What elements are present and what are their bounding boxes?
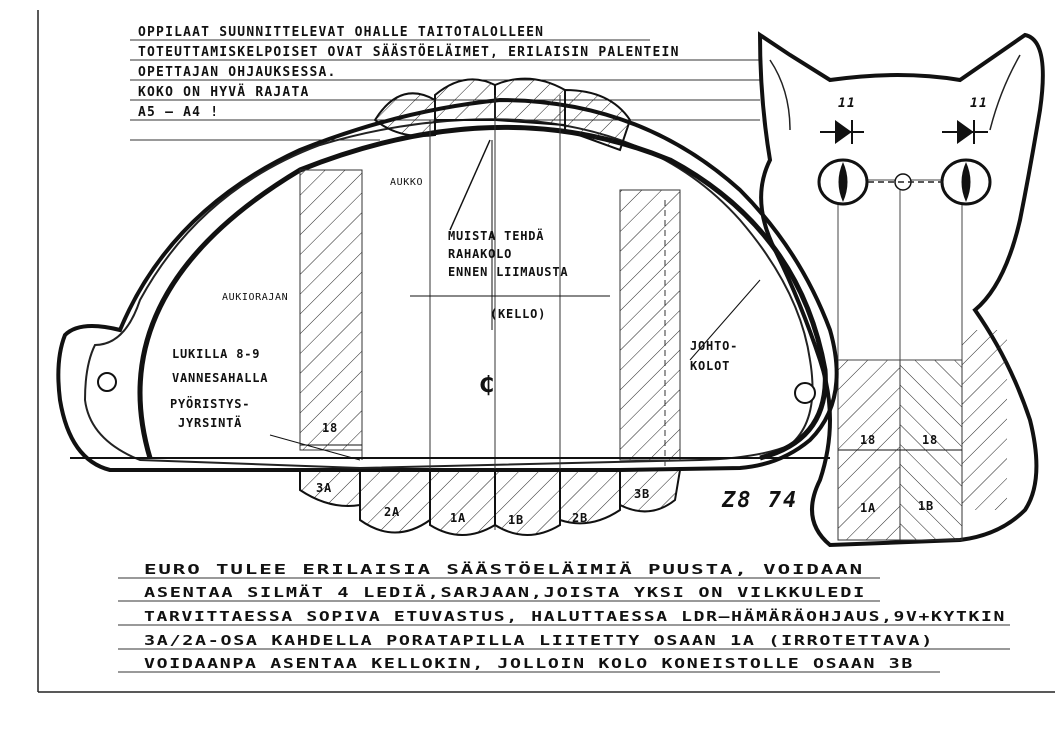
led-mark-left: 11 [838,96,856,111]
top-note-3: OPETTAJAN OHJAUKSESSA. [138,65,337,80]
cat-right-hatch [962,330,1007,510]
annotation-pyoristys-1: PYÖRISTYS- [170,396,250,411]
top-note-1: OPPILAAT SUUNNITTELEVAT OHALLE TAITOTALO… [138,25,544,40]
part-18-left: 18 [322,421,338,435]
bottom-note-1: EURO TULEE ERILAISIA SÄÄSTÖELÄIMIÄ PUUST… [144,562,864,578]
cat-right-ear-line [989,54,1021,131]
part-1a-cat: 1A [860,501,876,515]
cat-column-right [899,179,963,361]
led-diode-symbol-left [820,120,864,144]
band-18-left [299,169,363,451]
pig-body-outer [56,97,839,472]
part-1b-cat: 1B [918,499,934,513]
bottom-note-5: VOIDAANPA ASENTAA KELLOKIN, JOLLOIN KOLO… [144,657,914,672]
pig-hole-right [794,382,816,404]
bottom-ruled-lines [118,577,1010,673]
band-3b [619,189,681,461]
annotation-muista-1: MUISTA TEHDÄ [448,228,544,243]
top-note-4: KOKO ON HYVÄ RAJATA [138,84,310,100]
pig-hole-left [97,372,117,392]
annotation-aukiorajan: AUKIORAJAN [222,292,288,303]
cat-eye-left [817,158,869,206]
bottom-note-3: TARVITTAESSA SOPIVA ETUVASTUS, HALUTTAES… [144,609,1006,625]
part-18-cat-right: 18 [922,433,938,447]
muista-arrow [449,139,491,231]
annotation-johto-1: JOHTO- [690,339,738,353]
part-1a: 1A [450,511,466,525]
led-mark-right: 11 [970,96,988,111]
top-note-2: TOTEUTTAMISKELPOISET OVAT SÄÄSTÖELÄIMET,… [138,44,680,60]
top-note-5: A5 — A4 ! [138,105,219,120]
part-2b: 2B [572,511,588,525]
led-diode-symbol-right [942,120,988,144]
pyoristys-line [269,434,361,461]
cat-eye-right [940,158,992,206]
part-3b: 3B [634,487,650,501]
bottom-feet [299,469,682,536]
annotation-muista-2: RAHAKOLO [448,247,512,261]
annotation-muista-3: ENNEN LIIMAUSTA [448,265,568,279]
annotation-johto-2: KOLOT [690,359,730,373]
annotation-center-mark: ₵ [480,373,495,398]
part-3a: 3A [316,481,332,495]
top-scallops [373,77,632,152]
bottom-note-4: 3A/2A-OSA KAHDELLA PORATAPILLA LIITETTY … [144,634,934,649]
bottom-note-2: ASENTAA SILMÄT 4 LEDIÄ,SARJAAN,JOISTA YK… [144,585,866,601]
johto-arrow [689,279,761,361]
annotation-lukilla-1: LUKILLA 8-9 [172,347,260,361]
part-2a: 2A [384,505,400,519]
annotation-lukilla-2: VANNESAHALLA [172,371,268,385]
annotation-aukko: AUKKO [390,177,423,188]
part-18-cat-left: 18 [860,433,876,447]
annotation-kello: (KELLO) [490,307,546,321]
cat-left-ear-line [769,59,791,131]
annotation-pyoristys-2: JYRSINTÄ [178,415,242,430]
drawing-code: Z8 74 [721,488,798,513]
pig-body-inner [83,118,814,470]
part-1b: 1B [508,513,524,527]
